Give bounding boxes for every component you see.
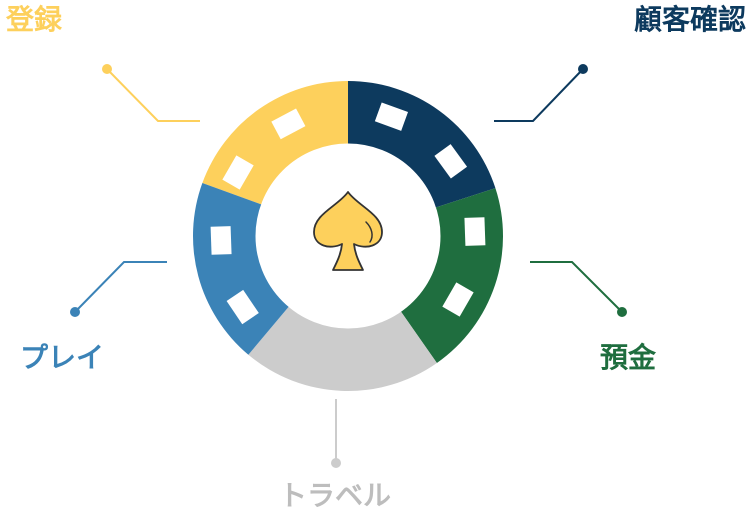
- chip-notch: [442, 282, 474, 317]
- chip-notch: [434, 144, 468, 179]
- chip-notch: [464, 217, 486, 246]
- chip-notch: [271, 108, 306, 140]
- chip-notch: [222, 155, 254, 190]
- connector-register: [102, 64, 200, 122]
- segment-play: [192, 182, 290, 355]
- chip-notch: [210, 226, 232, 255]
- label-play: プレイ: [20, 341, 105, 374]
- chip-notch: [374, 102, 409, 131]
- label-deposit: 預金: [600, 341, 657, 374]
- connector-deposit: [530, 261, 627, 317]
- label-travel: トラベル: [279, 479, 392, 512]
- label-kyc: 顧客確認: [633, 3, 746, 36]
- segment-travel: [248, 305, 437, 391]
- label-register: 登録: [6, 3, 63, 36]
- spade-icon: [313, 191, 383, 271]
- chip-notches: [210, 102, 486, 325]
- inner-ring: [255, 143, 441, 329]
- chip-notch: [226, 289, 259, 325]
- connector-kyc: [494, 64, 588, 122]
- connector-play: [70, 261, 167, 317]
- connector-travel: [331, 399, 341, 468]
